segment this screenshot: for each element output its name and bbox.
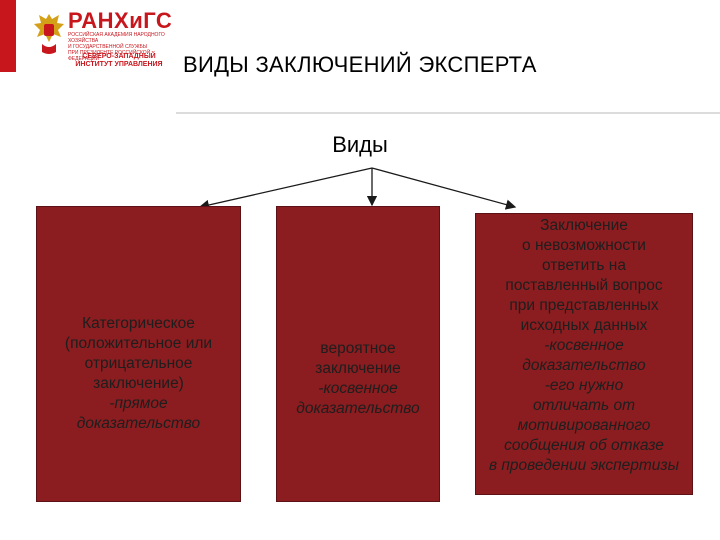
box-text-line: заключение xyxy=(315,360,401,377)
box-text-line: доказательство xyxy=(522,357,646,374)
conclusion-box-categorical: Категорическое (положительное или отрицате… xyxy=(36,206,241,502)
box-text-line: мотивированного xyxy=(517,417,651,434)
box-text-line: в проведении экспертизы xyxy=(488,457,680,474)
box-text-line: заключение) xyxy=(93,375,184,392)
page-title: ВИДЫ ЗАКЛЮЧЕНИЙ ЭКСПЕРТА xyxy=(183,52,537,77)
box-text-line: -прямое xyxy=(109,395,168,412)
connector-right xyxy=(371,167,517,210)
box-text-line: -косвенное xyxy=(318,380,398,397)
box-text-line: отрицательное xyxy=(84,355,193,372)
conclusion-box-impossible: Заключение о невозможности ответить на пост… xyxy=(475,213,693,495)
logo: РАНХиГС РОССИЙСКАЯ АКАДЕМИЯ НАРОДНОГО ХО… xyxy=(32,8,172,74)
brand-branch: СЕВЕРО-ЗАПАДНЫЙ ИНСТИТУТ УПРАВЛЕНИЯ xyxy=(75,53,163,68)
box-text-line: -его нужно xyxy=(544,377,624,394)
box-text-line: Заключение xyxy=(540,217,628,234)
box-text-line: Категорическое xyxy=(82,315,195,332)
title-divider xyxy=(176,112,720,114)
connector-left xyxy=(198,167,373,211)
box-text-line: сообщения об отказе xyxy=(504,437,664,454)
box-text-line: о невозможности xyxy=(522,237,646,254)
box-text-line: -косвенное xyxy=(544,337,624,354)
eagle-emblem-icon xyxy=(34,14,64,54)
diagram-root-label: Виды xyxy=(332,132,388,157)
box-text-line: доказательство xyxy=(296,400,420,417)
accent-bar xyxy=(0,0,16,72)
box-text-line: поставленный вопрос xyxy=(505,277,663,294)
brand-name: РАНХиГС xyxy=(68,8,173,33)
box-text-line: отличать от xyxy=(532,397,636,414)
box-text-line: доказательство xyxy=(76,415,201,432)
box-text-line: вероятное xyxy=(320,340,396,357)
conclusion-box-probable: вероятное заключение -косвенное доказательс… xyxy=(276,206,440,502)
box-text-line: (положительное или xyxy=(64,335,213,352)
box-text-line: исходных данных xyxy=(520,317,648,334)
brand-subtitle: РОССИЙСКАЯ АКАДЕМИЯ НАРОДНОГО ХОЗЯЙСТВА … xyxy=(68,32,165,62)
box-text-line: ответить на xyxy=(542,257,626,274)
box-text-line: при представленных xyxy=(509,297,659,314)
